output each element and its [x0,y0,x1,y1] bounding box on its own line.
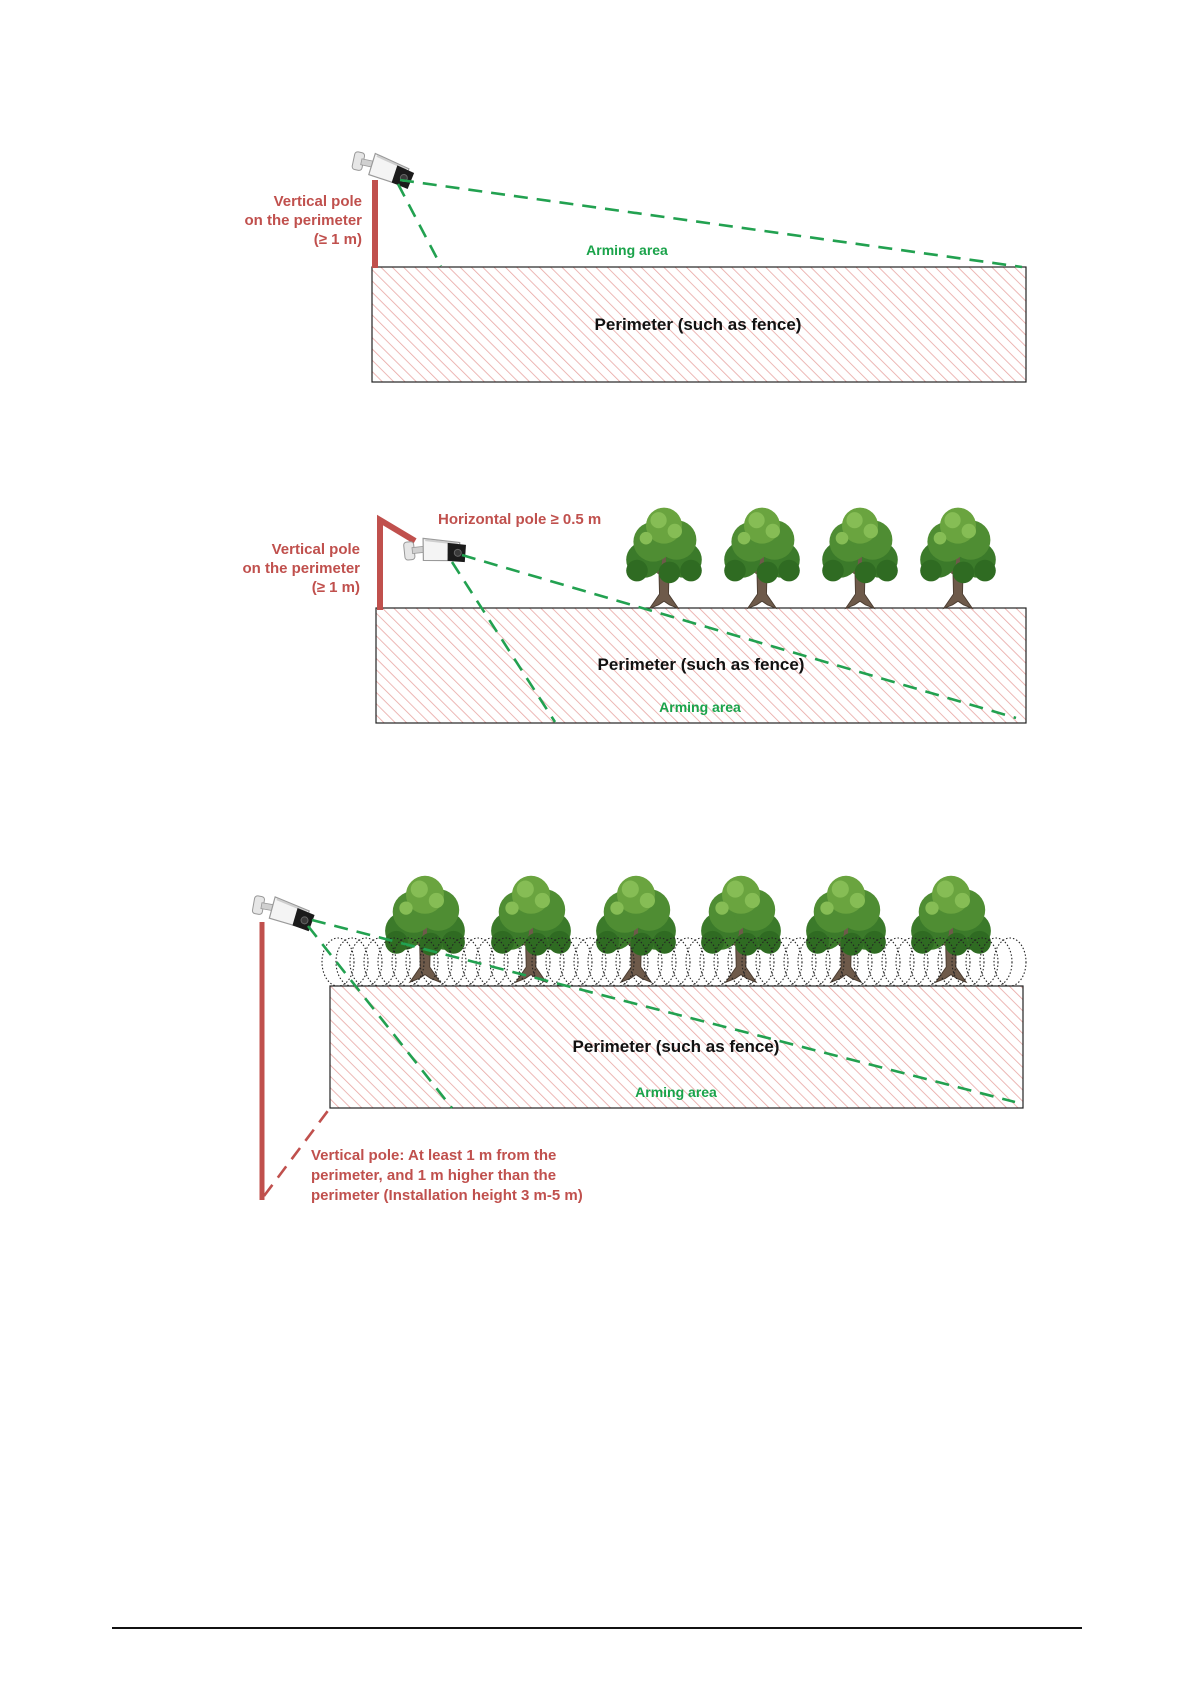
razor-wire-coil [671,937,705,987]
razor-wire-coil [699,937,733,987]
razor-wire-coil [713,937,747,987]
razor-wire-coil [629,937,663,987]
razor-wire-coil [937,937,971,987]
tree-icon [722,505,802,611]
razor-wire-coil [797,937,831,987]
tree-icon [699,873,783,985]
tree-icon [909,873,993,985]
razor-wire-coil [391,937,425,987]
razor-wire-coil [755,937,789,987]
razor-wire-coil [573,937,607,987]
arming-area-boundary [450,553,1017,723]
razor-wire-coil [559,937,593,987]
scene-1: Vertical pole on the perimeter (≥ 1 m) A… [244,148,1027,383]
tree-row [624,505,998,611]
perimeter-label: Perimeter (such as fence) [573,1037,780,1056]
razor-wire-coil [895,937,929,987]
perimeter-label: Perimeter (such as fence) [598,655,805,674]
arming-area-label: Arming area [635,1084,717,1100]
tree-icon [624,505,704,611]
razor-wire-coil [825,937,859,987]
razor-wire-coil [615,937,649,987]
pole-label-line-2: perimeter, and 1 m higher than the [311,1167,556,1184]
razor-wire-coil [657,937,691,987]
arming-area-boundary [306,918,1016,1109]
razor-wire-coil [489,937,523,987]
perimeter-fence [375,607,1027,724]
horizontal-pole-label: Horizontal pole ≥ 0.5 m [438,511,601,528]
scene-2: Horizontal pole ≥ 0.5 m Vertical pole on… [242,505,1027,724]
razor-wire-coil [979,937,1013,987]
tree-icon [820,505,900,611]
pole-label-line-2: on the perimeter [244,212,362,229]
pole-label-line-3: perimeter (Installation height 3 m-5 m) [311,1187,583,1204]
razor-wire-coil [531,937,565,987]
razor-wire-coil [909,937,943,987]
footer-rule [112,1627,1082,1629]
razor-wire-coil [811,937,845,987]
razor-wire-coil [643,937,677,987]
tree-icon [594,873,678,985]
tree-icon [918,505,998,611]
razor-wire-coil [923,937,957,987]
razor-wire-coil [447,937,481,987]
razor-wire-coil [867,937,901,987]
tree-icon [489,873,573,985]
pole-label-line-1: Vertical pole: At least 1 m from the [311,1147,556,1164]
razor-wire-coil [769,937,803,987]
razor-wire-coil [335,937,369,987]
razor-wire-coil [993,937,1027,987]
arming-area-label: Arming area [659,699,741,715]
razor-wire-coil [741,937,775,987]
tree-icon [804,873,888,985]
perimeter-fence [329,985,1024,1109]
pole-label-line-1: Vertical pole [274,193,362,210]
razor-wire-coil [783,937,817,987]
perimeter-fence [371,266,1027,383]
razor-wire-coil [881,937,915,987]
razor-wire-coil [951,937,985,987]
perimeter-label: Perimeter (such as fence) [595,315,802,334]
pole-label-line-1: Vertical pole [272,541,360,558]
razor-wire-coil [419,937,453,987]
arming-area-label: Arming area [586,242,668,258]
razor-wire-coil [433,937,467,987]
pole-frame [377,514,417,610]
camera-icon [348,148,418,191]
razor-wire-coil [503,937,537,987]
scene-3: Perimeter (such as fence) Arming area Ve… [249,873,1027,1204]
pole-label-line-3: (≥ 1 m) [312,579,360,596]
razor-wire-coil [349,937,383,987]
razor-wire-coil [685,937,719,987]
razor-wire-coil [601,937,635,987]
razor-wire-coil [321,937,355,987]
arming-area-boundary [396,178,1023,269]
tree-icon [383,873,467,985]
razor-wire-coil [377,937,411,987]
razor-wire-coil [461,937,495,987]
razor-wire-coil [517,937,551,987]
distance-indicator [262,1107,332,1197]
razor-wire-coil [727,937,761,987]
pole-label-line-3: (≥ 1 m) [314,231,362,248]
razor-wire-coil [587,937,621,987]
razor-wire-coil [405,937,439,987]
pole-label-line-2: on the perimeter [242,560,360,577]
razor-wire-coil [853,937,887,987]
razor-wire-coil [965,937,999,987]
razor-wire-coil [839,937,873,987]
